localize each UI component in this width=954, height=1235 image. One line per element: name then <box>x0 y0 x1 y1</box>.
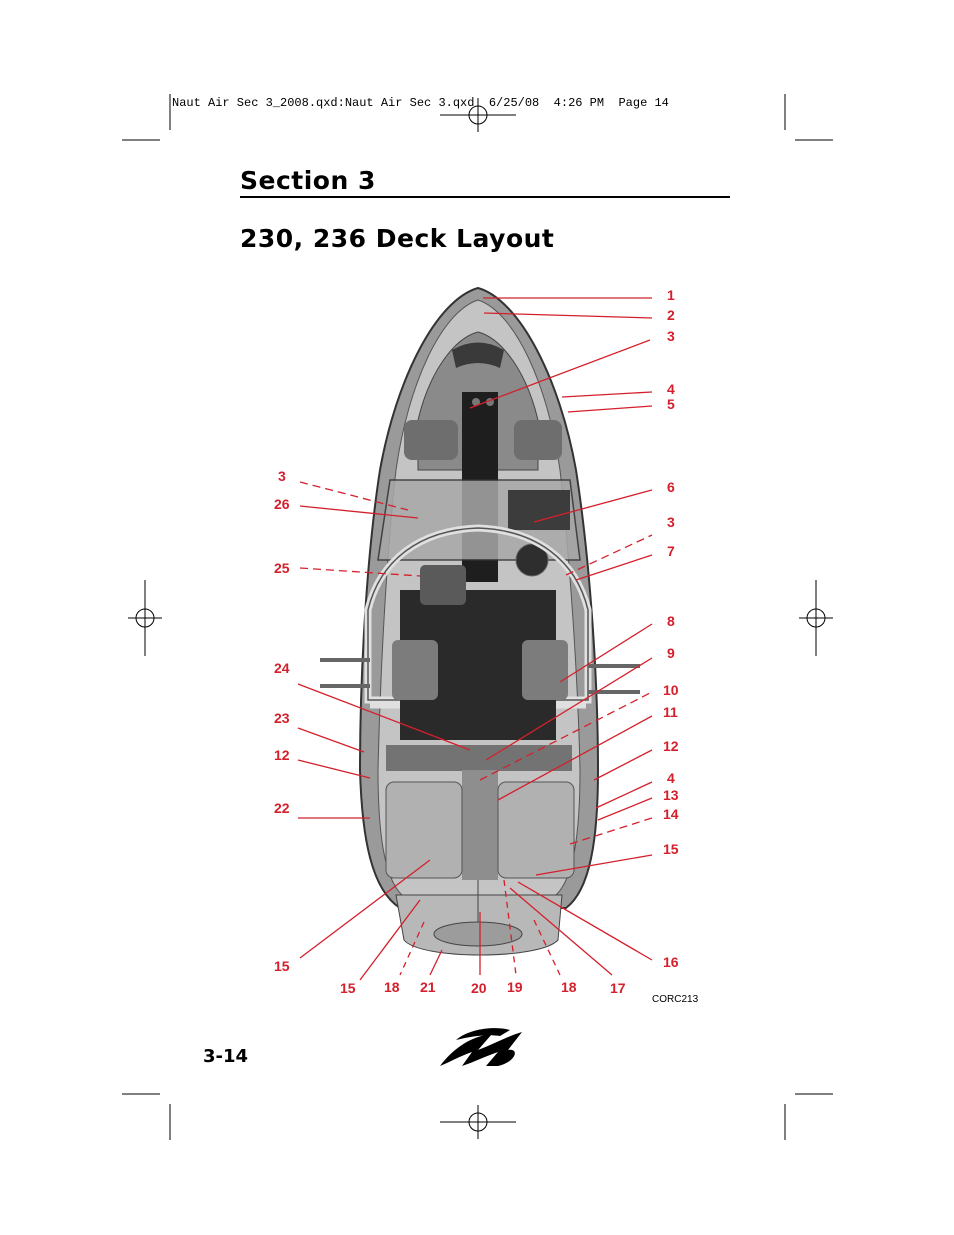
boat-illustration <box>320 286 640 956</box>
callout-5: 5 <box>667 396 675 412</box>
callout-2: 2 <box>667 307 675 323</box>
callout-14: 14 <box>663 806 679 822</box>
callout-22: 22 <box>274 800 290 816</box>
callout-3: 3 <box>667 328 675 344</box>
title-rule <box>240 196 730 198</box>
crop-marks <box>122 94 833 1140</box>
callout-15: 15 <box>274 958 290 974</box>
callout-25: 25 <box>274 560 290 576</box>
callout-18: 18 <box>384 979 400 995</box>
callout-3: 3 <box>667 514 675 530</box>
callout-8: 8 <box>667 613 675 629</box>
print-slug-line: Naut Air Sec 3_2008.qxd:Naut Air Sec 3.q… <box>172 96 669 110</box>
callout-13: 13 <box>663 787 679 803</box>
section-title: Section 3 <box>240 166 376 195</box>
callout-15: 15 <box>340 980 356 996</box>
figure-code: CORC213 <box>652 994 699 1005</box>
callout-numbers: 1 2 3 4 5 6 3 7 8 9 10 11 12 4 13 14 15 … <box>274 287 679 996</box>
callout-19: 19 <box>507 979 523 995</box>
callout-24: 24 <box>274 660 290 676</box>
callout-23: 23 <box>274 710 290 726</box>
callout-10: 10 <box>663 682 679 698</box>
callout-4: 4 <box>667 770 675 786</box>
nautique-n-logo <box>440 1028 522 1066</box>
callout-17: 17 <box>610 980 626 996</box>
callout-26: 26 <box>274 496 290 512</box>
callout-3: 3 <box>278 468 286 484</box>
callout-9: 9 <box>667 645 675 661</box>
callout-15: 15 <box>663 841 679 857</box>
callout-20: 20 <box>471 980 487 996</box>
callout-11: 11 <box>663 704 678 720</box>
callout-21: 21 <box>420 979 436 995</box>
callout-12: 12 <box>274 747 290 763</box>
callout-4: 4 <box>667 381 675 397</box>
callout-16: 16 <box>663 954 679 970</box>
callout-6: 6 <box>667 479 675 495</box>
page-heading: 230, 236 Deck Layout <box>240 224 555 253</box>
callout-12: 12 <box>663 738 679 754</box>
callout-1: 1 <box>667 287 675 303</box>
leader-lines <box>297 297 653 981</box>
page-number: 3-14 <box>203 1046 249 1067</box>
callout-7: 7 <box>667 543 675 559</box>
callout-18: 18 <box>561 979 577 995</box>
